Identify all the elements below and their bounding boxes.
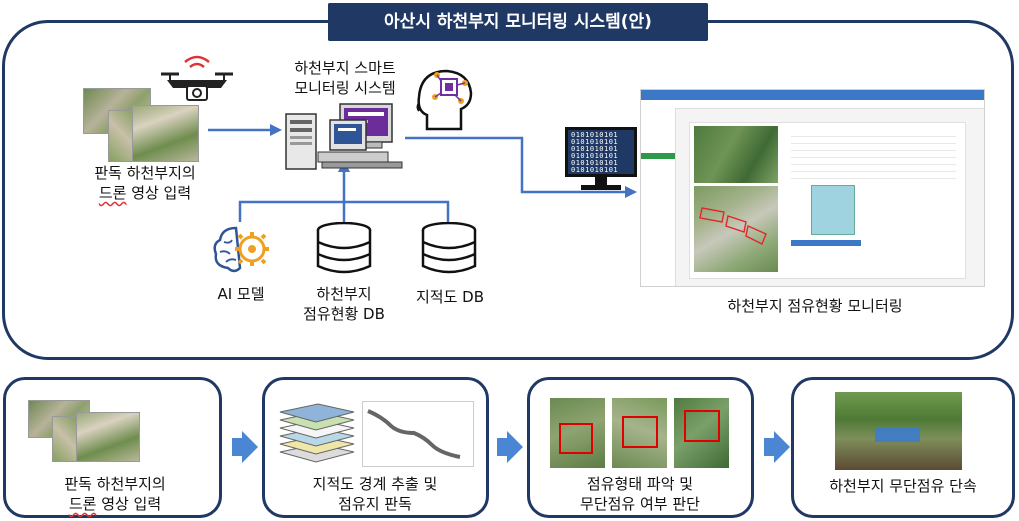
input-label-line1: 판독 하천부지의	[94, 164, 196, 182]
app-sidebar	[641, 108, 676, 286]
step2-label-line2: 점유지 판독	[338, 495, 412, 513]
step1-label: 판독 하천부지의 드론 영상 입력	[40, 474, 190, 514]
page-title-banner: 아산시 하천부지 모니터링 시스템(안)	[328, 3, 708, 41]
system-label-line1: 하천부지 스마트	[294, 59, 396, 77]
app-header-bar	[641, 90, 984, 100]
parcel-outlines	[699, 207, 767, 245]
input-label-drone: 드론	[98, 184, 127, 202]
binary-row: 0101010101	[571, 138, 619, 146]
step4-label: 하천부지 무단점유 단속	[829, 477, 977, 495]
binary-row: 0101010101	[571, 145, 619, 153]
aerial-photo-3	[132, 105, 199, 162]
step3-label: 점유형태 파악 및 무단점유 여부 판단	[555, 474, 725, 514]
db1-label-line2: 점유현황 DB	[303, 305, 385, 323]
cadastral-map	[811, 185, 855, 235]
db1-label: 하천부지 점유현황 DB	[284, 284, 404, 324]
binary-row: 0101010101	[571, 159, 619, 167]
enforcement-tarp	[875, 428, 920, 442]
monitor-stand	[595, 177, 607, 185]
arrowhead-to-monitor	[625, 186, 637, 198]
monitor-label: 하천부지 점유현황 모니터링	[727, 297, 903, 315]
system-label: 하천부지 스마트 모니터링 시스템	[270, 58, 420, 98]
occupation-box-2	[622, 416, 658, 448]
ai-model-label: AI 모델	[217, 285, 265, 303]
step2-label-line1: 지적도 경계 추출 및	[312, 475, 438, 493]
drone-icon	[161, 55, 233, 101]
monitoring-screenshot	[640, 89, 985, 287]
binary-row: 0101010101	[571, 131, 619, 139]
info-panel-rows	[791, 130, 956, 180]
step3-label-line2: 무단점유 여부 판단	[580, 495, 700, 513]
binary-monitor-icon: 0101010101 0101010101 0101010101 0101010…	[565, 127, 637, 191]
database-icon-1	[316, 222, 372, 274]
binary-screen: 0101010101 0101010101 0101010101 0101010…	[565, 127, 637, 177]
step1-label-line1: 판독 하천부지의	[64, 475, 166, 493]
step2-label: 지적도 경계 추출 및 점유지 판독	[290, 474, 460, 514]
river-boundary-line	[367, 409, 461, 459]
db1-label-line1: 하천부지	[316, 285, 372, 303]
map-layers-icon	[279, 403, 355, 463]
system-to-monitor-line	[405, 136, 625, 194]
system-label-line2: 모니터링 시스템	[294, 79, 396, 97]
binary-row: 0101010101	[571, 166, 619, 174]
arrowhead-to-system	[270, 124, 282, 136]
occupation-box-1	[559, 423, 593, 454]
app-toolbar	[641, 100, 984, 109]
binary-row: 0101010101	[571, 152, 619, 160]
input-label-line2: 드론 영상 입력	[70, 183, 220, 203]
search-button-bar	[791, 240, 861, 246]
input-label-rest: 영상 입력	[126, 184, 192, 202]
input-label: 판독 하천부지의 드론 영상 입력	[70, 163, 220, 203]
step3-label-line1: 점유형태 파악 및	[586, 475, 694, 493]
ai-brain-gear-icon	[213, 226, 269, 273]
step1-photo-3	[76, 412, 140, 462]
sidebar-active-item	[641, 153, 675, 159]
step1-label-line2: 드론 영상 입력	[40, 494, 190, 514]
monitor-base	[581, 185, 621, 190]
database-icon-2	[421, 222, 477, 274]
step1-label-rest: 영상 입력	[96, 495, 162, 513]
step1-label-drone: 드론	[68, 495, 97, 513]
server-computer-icon	[285, 103, 403, 170]
occupation-box-3	[684, 410, 720, 442]
db2-label: 지적도 DB	[415, 288, 484, 306]
map-farmland	[694, 126, 778, 183]
ai-head-icon	[416, 69, 473, 131]
